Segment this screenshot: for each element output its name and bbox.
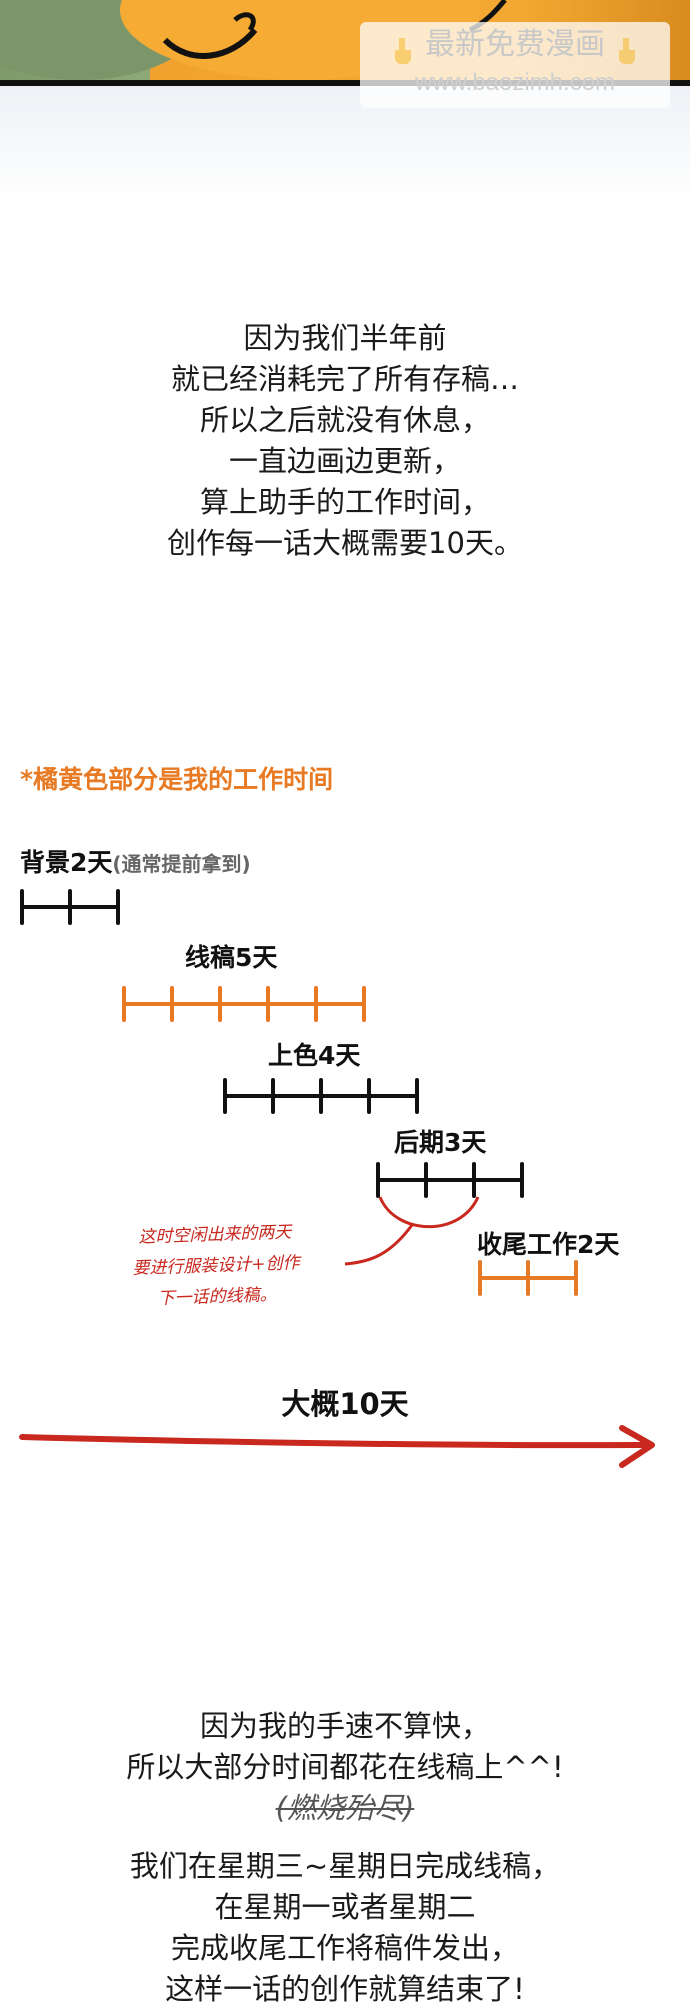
stage-label-text: 背景2天 (20, 848, 113, 877)
free-days-bracket (378, 1196, 480, 1229)
text-line: 所以之后就没有休息， (199, 403, 490, 437)
handwritten-note: 这时空闲出来的两天 要进行服装设计+创作 下一话的线稿。 (84, 1215, 347, 1317)
total-arrow-line (19, 1434, 648, 1449)
text-line: 创作每一话大概需要10天。 (167, 526, 523, 560)
stage-label-lineart: 线稿5天 (185, 943, 278, 972)
watermark: 最新免费漫画 www.baozimh.com (360, 22, 670, 108)
text-line: 就已经消耗完了所有存稿… (170, 362, 519, 396)
stage-label-background: 背景2天(通常提前拿到) (20, 843, 251, 879)
text-line: 一直边画边更新， (228, 444, 461, 478)
text-line: 因为我的手速不算快， (199, 1709, 490, 1743)
total-arrow-head (619, 1425, 655, 1468)
text-line: 因为我们半年前 (243, 321, 447, 355)
note-pointer (344, 1224, 414, 1266)
stage-label-coloring: 上色4天 (268, 1041, 361, 1070)
story-paragraph-1: 因为我们半年前 就已经消耗完了所有存稿… 所以之后就没有休息， 一直边画边更新，… (0, 318, 690, 564)
total-duration-label: 大概10天 (281, 1387, 409, 1421)
story-paragraph-2: 因为我的手速不算快， 所以大部分时间都花在线稿上^^! (燃烧殆尽) (0, 1706, 690, 1829)
watermark-title: 最新免费漫画 (425, 27, 605, 62)
orange-legend-note: *橘黄色部分是我的工作时间 (20, 765, 334, 794)
watermark-url: www.baozimh.com (414, 69, 616, 96)
strikethrough-aside: (燃烧殆尽) (275, 1791, 415, 1825)
text-line: 算上助手的工作时间， (199, 485, 490, 519)
pointing-hand-icon (615, 32, 639, 64)
stage-label-post: 后期3天 (394, 1128, 487, 1157)
text-line: 在星期一或者星期二 (214, 1890, 476, 1924)
text-line: 所以大部分时间都花在线稿上^^! (126, 1750, 564, 1784)
text-line: 完成收尾工作将稿件发出， (170, 1931, 519, 1965)
stage-sub-note: (通常提前拿到) (112, 852, 251, 876)
pointing-hand-icon (391, 32, 415, 64)
text-line: 我们在星期三~星期日完成线稿， (129, 1849, 561, 1883)
text-line: 这样一话的创作就算结束了! (165, 1972, 525, 2006)
stage-label-finishing: 收尾工作2天 (477, 1230, 620, 1259)
story-paragraph-3: 我们在星期三~星期日完成线稿， 在星期一或者星期二 完成收尾工作将稿件发出， 这… (0, 1846, 690, 2010)
